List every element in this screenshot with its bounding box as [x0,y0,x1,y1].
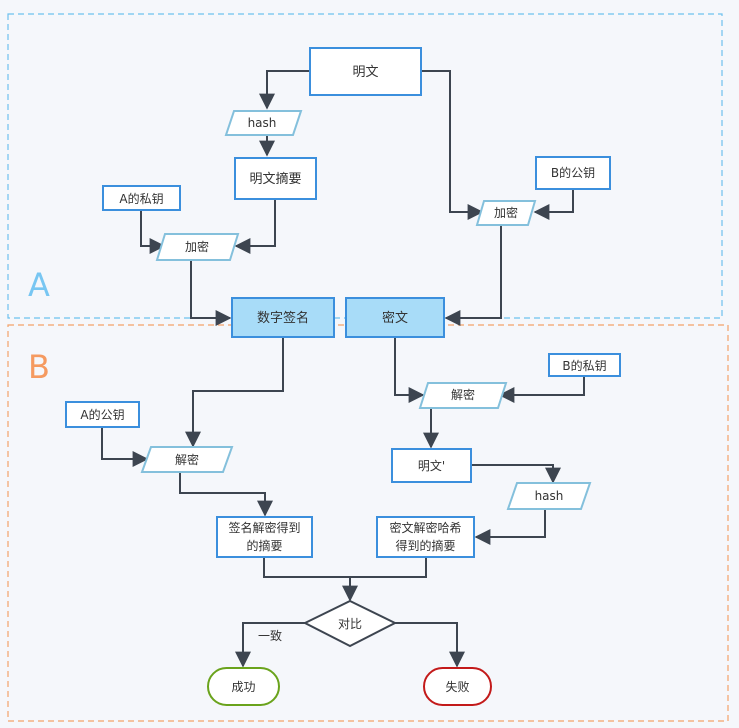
node-hash-top-label: hash [248,116,277,130]
node-decrypt-cipher: 解密 [418,382,508,409]
edge-b-public-to-encrypt [533,189,574,220]
node-decrypt-signature-label: 解密 [175,452,199,467]
edge-cipher-to-decrypt [394,337,425,403]
node-a-public-key-label: A的公钥 [80,407,124,422]
edge-signature-digest-to-compare [263,557,358,602]
node-plaintext-label: 明文 [352,65,378,80]
connectors [101,70,585,668]
node-ciphertext-label: 密文 [382,310,408,326]
edge-signature-to-decrypt [185,337,284,448]
edge-encrypt-sign-to-signature [190,260,232,326]
node-plaintext-prime-label: 明文' [418,458,445,473]
node-signature-digest: 签名解密得到 的摘要 [216,516,313,558]
node-a-private-key-label: A的私钥 [119,191,163,206]
node-ciphertext: 密文 [345,297,445,338]
node-cipher-digest: 密文解密哈希 得到的摘要 [376,516,475,558]
node-encrypt-sign: 加密 [155,233,240,261]
node-plaintext-digest: 明文摘要 [234,157,317,200]
node-digital-signature: 数字签名 [231,297,335,338]
node-b-public-key: B的公钥 [535,156,611,190]
node-hash-bottom: hash [506,482,592,510]
node-plaintext-prime: 明文' [391,448,472,483]
node-cipher-digest-line2: 得到的摘要 [395,538,455,553]
edge-encrypt-to-cipher [444,226,502,326]
edge-match-label: 一致 [258,629,282,643]
node-plaintext-digest-label: 明文摘要 [249,171,301,187]
edge-plaintext-to-encrypt [421,70,484,220]
node-b-private-key: B的私钥 [548,353,621,377]
node-hash-bottom-label: hash [535,489,564,503]
edge-cipher-digest-to-compare [350,557,427,578]
edge-decrypt-to-signature-digest [179,472,273,517]
node-encrypt-sign-label: 加密 [185,239,209,254]
node-decrypt-signature: 解密 [140,446,234,473]
node-hash-top: hash [224,110,303,136]
edge-a-private-to-encrypt-sign [140,210,166,254]
node-success: 成功 [207,667,280,706]
node-failure-label: 失败 [445,679,469,694]
edge-plaintext-prime-to-hash [471,464,561,484]
node-a-public-key: A的公钥 [65,401,140,428]
node-success-label: 成功 [231,680,255,694]
edge-hash-to-cipher-digest [474,509,546,545]
edge-compare-to-success [235,622,305,668]
node-b-private-key-label: B的私钥 [562,358,606,373]
node-signature-digest-line1: 签名解密得到 [228,520,300,535]
edge-b-private-to-decrypt [498,376,585,403]
node-cipher-digest-line1: 密文解密哈希 [389,520,461,535]
node-plaintext: 明文 [309,47,422,96]
node-signature-digest-line2: 的摘要 [246,538,282,553]
region-b-label: B [28,348,50,386]
node-failure: 失败 [423,667,492,706]
edge-digest-to-encrypt-sign [234,199,276,254]
node-compare: 对比 [302,599,398,648]
node-encrypt-message-label: 加密 [494,205,518,220]
edge-plaintext-to-hash [259,70,310,110]
node-compare-label: 对比 [338,617,362,631]
node-digital-signature-label: 数字签名 [257,310,309,326]
region-a-label: A [28,266,50,304]
node-b-public-key-label: B的公钥 [551,165,595,180]
node-a-private-key: A的私钥 [102,185,181,211]
region-b-frame [7,324,729,722]
edge-compare-to-failure [395,622,465,668]
node-decrypt-cipher-label: 解密 [451,387,475,402]
edge-a-public-to-decrypt [101,427,149,467]
node-encrypt-message: 加密 [475,200,537,226]
